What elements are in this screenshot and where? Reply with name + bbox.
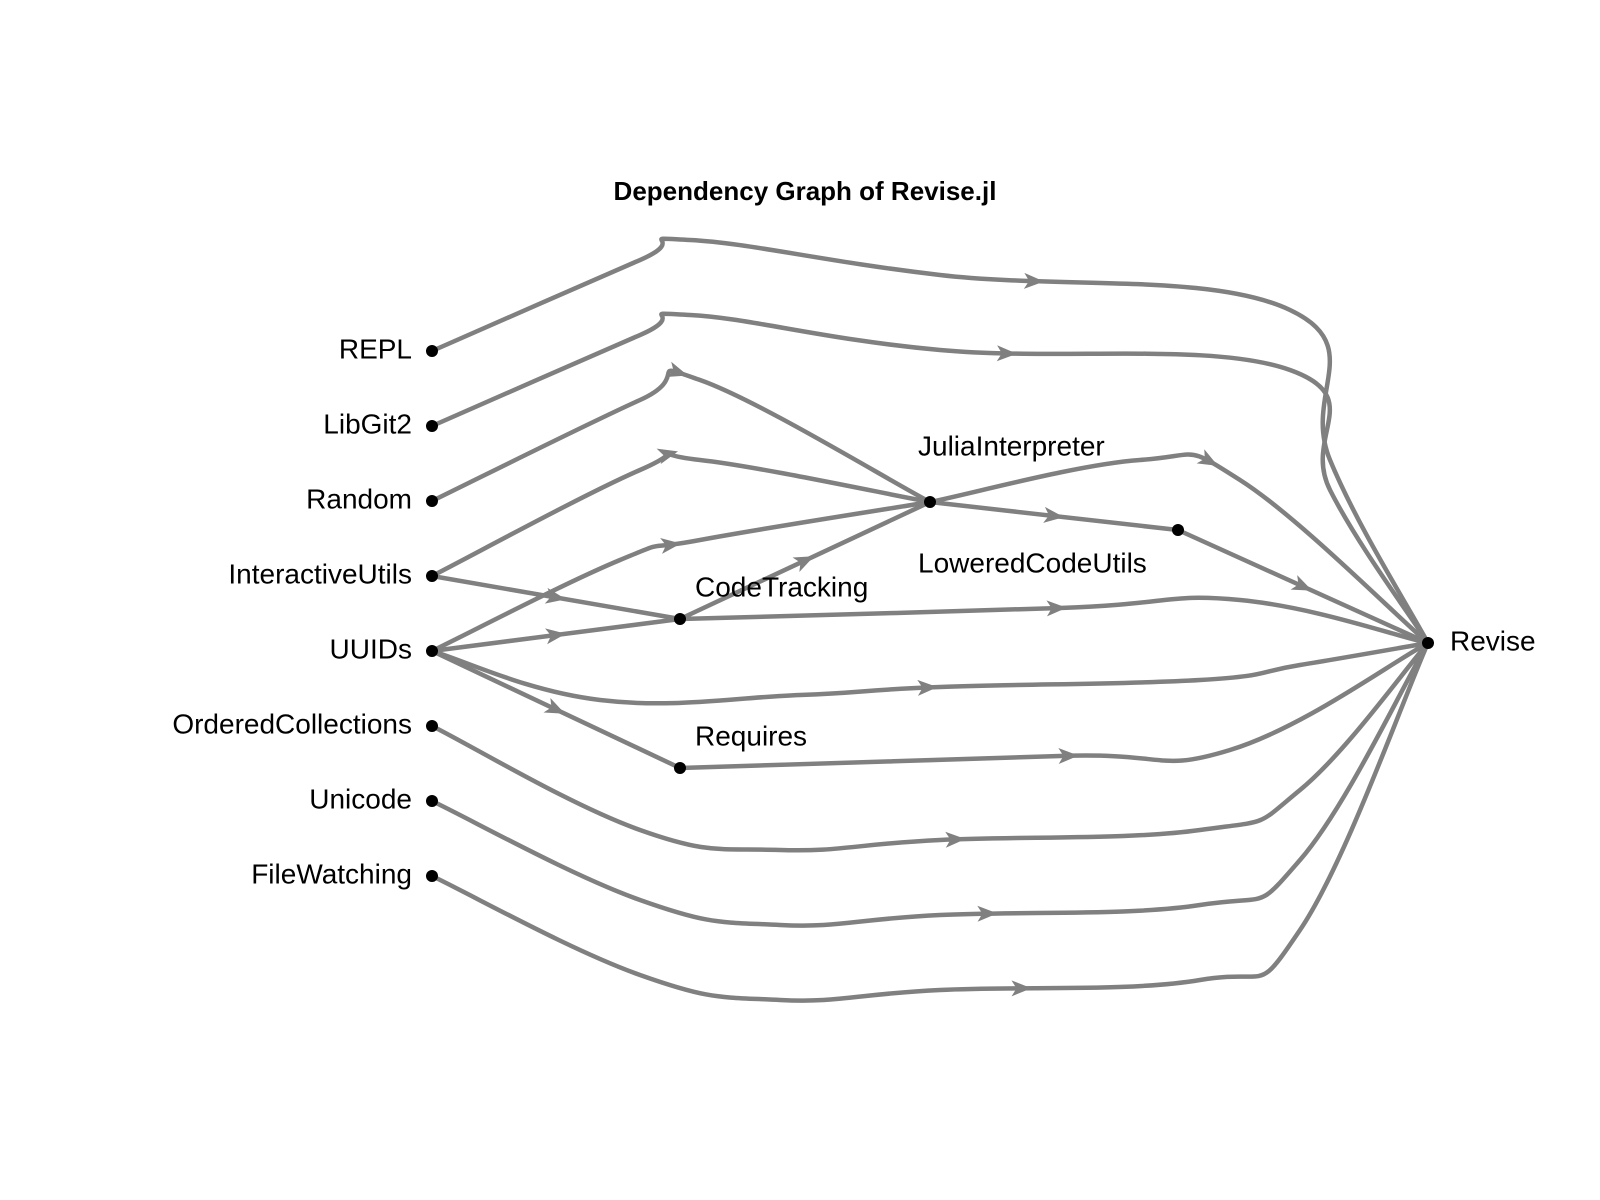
- arrowhead-icon: [917, 679, 938, 696]
- edge-juliainterpreter-to-revise: [927, 449, 1431, 646]
- node-label: FileWatching: [251, 858, 412, 889]
- node-juliainterpreter: JuliaInterpreter: [918, 430, 1105, 508]
- node-dot: [674, 613, 686, 625]
- node-dot: [1422, 637, 1434, 649]
- node-dot: [426, 720, 438, 732]
- edge-line: [429, 640, 1431, 706]
- node-requires: Requires: [674, 720, 807, 774]
- arrowhead-icon: [1058, 748, 1079, 765]
- node-label: JuliaInterpreter: [918, 430, 1105, 461]
- arrowhead-icon: [545, 628, 566, 645]
- edge-filewatching-to-revise: [429, 640, 1431, 1003]
- arrowhead-icon: [666, 361, 688, 377]
- arrowhead-icon: [543, 697, 566, 714]
- node-label: Unicode: [309, 783, 412, 814]
- edge-line: [429, 368, 933, 505]
- edge-uuids-to-revise: [429, 640, 1431, 706]
- node-repl: REPL: [339, 333, 438, 364]
- node-label: Random: [306, 483, 412, 514]
- arrowhead-icon: [945, 831, 966, 848]
- node-dot: [426, 495, 438, 507]
- node-dot: [426, 420, 438, 432]
- edge-libgit2-to-revise: [429, 311, 1431, 646]
- node-unicode: Unicode: [309, 783, 438, 814]
- edge-line: [429, 499, 933, 654]
- edges-layer: [429, 236, 1431, 1003]
- node-dot: [426, 570, 438, 582]
- edge-uuids-to-codetracking: [429, 616, 683, 654]
- arrowhead-icon: [1023, 272, 1045, 289]
- edge-line: [429, 640, 1431, 928]
- edge-codetracking-to-juliainterpreter: [677, 499, 933, 622]
- edge-interactiveutils-to-codetracking: [429, 573, 683, 622]
- arrowhead-icon: [1046, 600, 1067, 617]
- node-dot: [1172, 524, 1184, 536]
- edge-line: [927, 452, 1431, 646]
- node-dot: [426, 645, 438, 657]
- node-dot: [924, 496, 936, 508]
- node-dot: [426, 870, 438, 882]
- arrowhead-icon: [660, 537, 681, 554]
- arrowhead-icon: [1290, 575, 1313, 591]
- node-label: OrderedCollections: [172, 708, 412, 739]
- node-label: LibGit2: [323, 408, 412, 439]
- node-dot: [426, 345, 438, 357]
- node-dot: [426, 795, 438, 807]
- edge-uuids-to-requires: [429, 648, 683, 771]
- node-label: CodeTracking: [695, 571, 868, 602]
- node-label: InteractiveUtils: [228, 558, 412, 589]
- node-codetracking: CodeTracking: [674, 571, 868, 625]
- edge-line: [429, 311, 1431, 646]
- arrowhead-icon: [656, 448, 678, 465]
- node-label: Revise: [1450, 625, 1536, 656]
- edge-uuids-to-juliainterpreter: [429, 499, 933, 654]
- node-uuids: UUIDs: [330, 633, 438, 664]
- arrowhead-icon: [1011, 980, 1032, 997]
- node-loweredcodeutils: LoweredCodeUtils: [918, 524, 1184, 578]
- edge-loweredcodeutils-to-revise: [1175, 527, 1431, 646]
- edge-orderedcollections-to-revise: [429, 640, 1431, 853]
- edge-juliainterpreter-to-loweredcodeutils: [927, 499, 1181, 533]
- node-interactiveutils: InteractiveUtils: [228, 558, 438, 589]
- edge-requires-to-revise: [677, 640, 1431, 771]
- node-orderedcollections: OrderedCollections: [172, 708, 438, 739]
- nodes-layer: REPL LibGit2RandomInteractiveUtilsUUIDsOr…: [172, 333, 1535, 889]
- arrowhead-icon: [1196, 449, 1218, 466]
- edge-line: [677, 640, 1431, 771]
- edge-line: [677, 595, 1431, 646]
- node-label: Requires: [695, 720, 807, 751]
- node-random: Random: [306, 483, 438, 514]
- edge-repl-to-revise: [429, 236, 1431, 646]
- edge-line: [429, 236, 1431, 646]
- edge-interactiveutils-to-juliainterpreter: [429, 448, 933, 579]
- node-label: UUIDs: [330, 633, 412, 664]
- arrowhead-icon: [792, 556, 815, 572]
- graph-title: Dependency Graph of Revise.jl: [614, 176, 997, 206]
- arrowhead-icon: [1043, 506, 1064, 523]
- node-dot: [674, 762, 686, 774]
- edge-unicode-to-revise: [429, 640, 1431, 928]
- edge-codetracking-to-revise: [677, 595, 1431, 646]
- edge-random-to-juliainterpreter: [429, 361, 933, 505]
- edge-line: [429, 640, 1431, 1003]
- node-revise: Revise: [1422, 625, 1536, 656]
- node-filewatching: FileWatching: [251, 858, 438, 889]
- edge-line: [429, 640, 1431, 853]
- node-libgit2: LibGit2: [323, 408, 438, 439]
- arrowhead-icon: [977, 905, 998, 922]
- arrowhead-icon: [996, 345, 1017, 362]
- node-label: REPL: [339, 333, 412, 364]
- node-label: LoweredCodeUtils: [918, 547, 1147, 578]
